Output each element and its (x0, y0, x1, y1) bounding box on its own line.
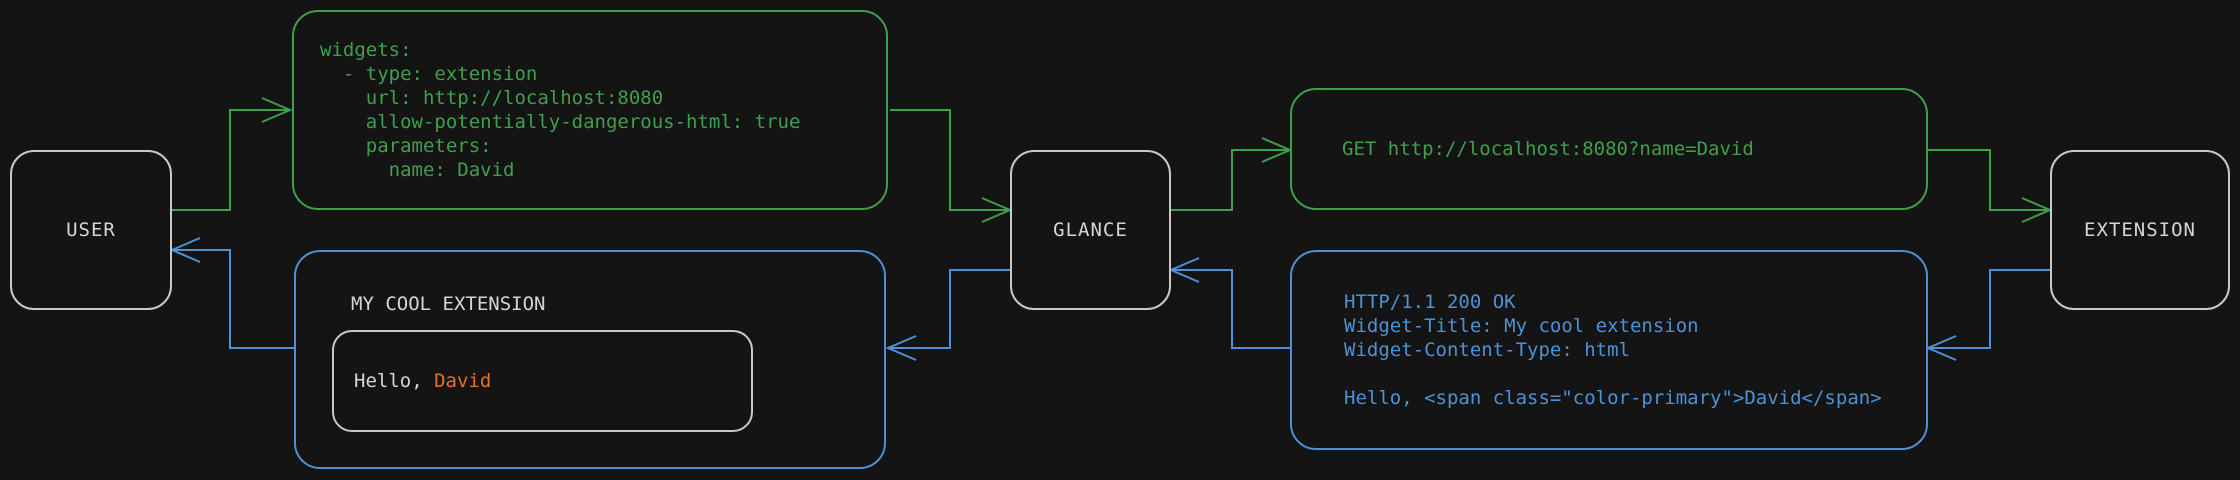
greeting-prefix: Hello, (354, 370, 435, 392)
node-glance: GLANCE (1010, 150, 1171, 310)
response-code: HTTP/1.1 200 OK Widget-Title: My cool ex… (1344, 291, 1882, 409)
edge-glance-widget (885, 269, 1010, 361)
request-code: GET http://localhost:8080?name=David (1342, 138, 1754, 160)
config-code-box: widgets: - type: extension url: http://l… (292, 10, 888, 210)
greeting-name: David (434, 370, 492, 392)
node-extension: EXTENSION (2050, 150, 2230, 310)
edge-config-glance (890, 109, 1013, 223)
edge-glance-request (1171, 137, 1293, 211)
edge-user-config (172, 97, 293, 211)
node-extension-label: EXTENSION (2084, 219, 2196, 241)
edge-response-glance (1168, 257, 1290, 349)
widget-title: MY COOL EXTENSION (351, 293, 546, 315)
widget-inner-box: Hello, David (332, 330, 753, 432)
edge-request-extension (1928, 149, 2053, 223)
node-glance-label: GLANCE (1053, 219, 1128, 241)
config-code: widgets: - type: extension url: http://l… (320, 39, 801, 181)
edge-widget-user (169, 237, 294, 349)
request-code-box: GET http://localhost:8080?name=David (1290, 88, 1928, 210)
widget-preview-box: MY COOL EXTENSION Hello, David (294, 250, 886, 469)
node-user-label: USER (66, 219, 116, 241)
response-code-box: HTTP/1.1 200 OK Widget-Title: My cool ex… (1290, 250, 1928, 450)
node-user: USER (10, 150, 172, 310)
greeting-text: Hello, David (334, 370, 491, 392)
edge-extension-response (1925, 269, 2050, 361)
